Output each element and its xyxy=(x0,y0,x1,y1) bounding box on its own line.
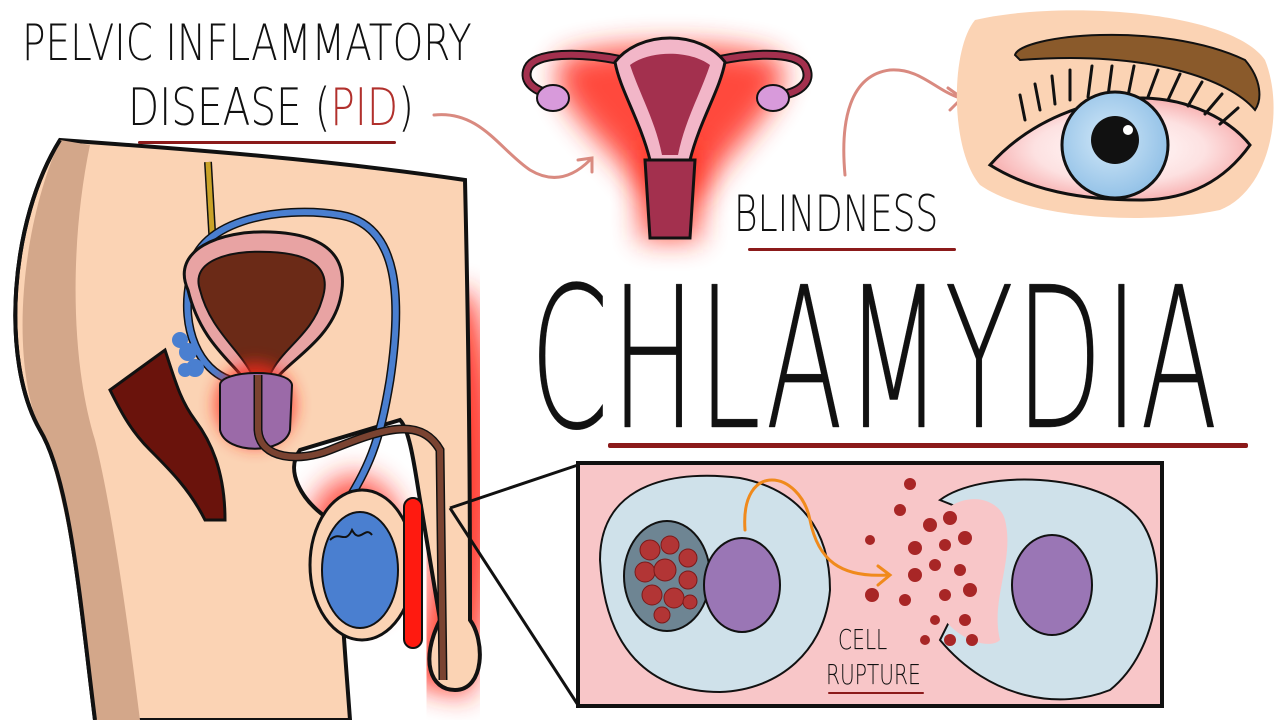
pid-underline xyxy=(138,141,396,144)
cell-rupture-label-line1: CELL xyxy=(838,623,888,656)
eyelashes xyxy=(1018,64,1240,126)
page-title: CHLAMYDIA xyxy=(530,246,1220,474)
pid-title-line2: DISEASE (PID) xyxy=(128,78,414,138)
released-bacteria xyxy=(865,478,978,646)
title-underline xyxy=(608,443,1248,448)
pid-abbreviation: PID xyxy=(330,78,399,138)
cell-rupture-inset xyxy=(448,461,1164,708)
blindness-underline xyxy=(748,248,956,251)
pid-title-line1: PELVIC INFLAMMATORY xyxy=(22,14,472,72)
inclusion-body-bacteria xyxy=(634,535,698,624)
cell-rupture-underline xyxy=(828,692,924,694)
arrow-blindness-to-eye xyxy=(842,68,965,177)
blindness-label: BLINDNESS xyxy=(734,185,939,243)
arrow-pid-to-uterus xyxy=(432,113,594,179)
uterus-illustration xyxy=(521,36,813,240)
seminal-vesicle xyxy=(172,332,204,377)
pid-prefix: DISEASE ( xyxy=(128,78,331,138)
pelvis-illustration xyxy=(13,137,497,720)
pid-suffix: ) xyxy=(398,78,414,138)
eye-illustration xyxy=(956,10,1274,218)
cell-rupture-label-line2: RUPTURE xyxy=(826,658,921,691)
